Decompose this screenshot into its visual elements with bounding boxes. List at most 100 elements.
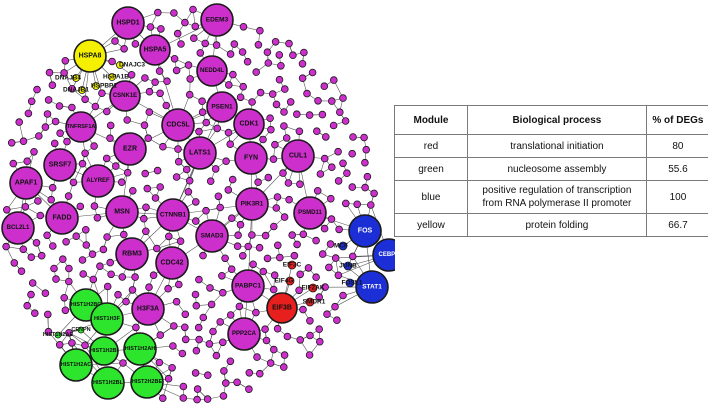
node-hist1h2ae: HIST1H2AE	[43, 331, 73, 339]
node-circle	[54, 331, 62, 339]
minor-node	[219, 288, 227, 297]
node-circle	[305, 297, 315, 307]
node-circle	[109, 80, 141, 112]
minor-node	[33, 85, 41, 94]
minor-node	[211, 165, 220, 173]
minor-node	[149, 271, 158, 280]
minor-node	[343, 169, 351, 178]
minor-node	[334, 147, 342, 156]
node-circle	[108, 73, 116, 81]
minor-node	[267, 125, 275, 134]
node-circle	[227, 317, 261, 351]
minor-node	[170, 9, 178, 17]
node-circle	[45, 201, 79, 235]
minor-node	[68, 103, 76, 112]
minor-node	[226, 50, 235, 58]
node-ppp2ca: PPP2CA	[227, 317, 261, 351]
minor-node	[178, 349, 187, 358]
minor-node	[194, 323, 203, 332]
node-circle	[281, 139, 315, 173]
minor-node	[308, 68, 317, 77]
node-ctnnb1: CTNNB1	[156, 198, 190, 232]
minor-node	[24, 109, 33, 118]
node-hist1h2ah: HIST1H2AH	[123, 332, 157, 366]
minor-node	[44, 327, 53, 336]
node-circle	[78, 86, 86, 94]
node-fos: FOS	[348, 214, 382, 248]
minor-node	[206, 284, 214, 292]
minor-node	[306, 331, 314, 340]
minor-node	[90, 202, 99, 210]
minor-node	[43, 231, 51, 240]
minor-node	[61, 56, 70, 65]
minor-node	[58, 255, 67, 264]
minor-node	[48, 183, 57, 192]
minor-node	[280, 108, 288, 116]
minor-node	[141, 74, 149, 82]
minor-node	[333, 316, 341, 325]
minor-node	[76, 202, 85, 211]
minor-node	[50, 264, 58, 273]
minor-node	[51, 117, 60, 126]
minor-node	[89, 275, 98, 284]
node-dnajc3: DNAJC3	[116, 61, 145, 69]
minor-node	[142, 227, 150, 236]
minor-node	[192, 346, 201, 355]
node-circle	[81, 164, 115, 198]
node-label: PIK3R1	[241, 201, 264, 208]
minor-node	[275, 51, 284, 59]
minor-node	[21, 203, 30, 211]
minor-node	[182, 165, 191, 174]
node-label: EIF3C	[283, 262, 302, 269]
header-module: Module	[394, 105, 468, 135]
node-label: HIST1H3F	[94, 316, 121, 322]
minor-node	[131, 273, 139, 281]
minor-node	[45, 68, 54, 77]
node-label: LATS1	[189, 150, 211, 157]
minor-node	[295, 127, 304, 136]
node-circle	[130, 365, 164, 399]
minor-node	[142, 203, 150, 212]
minor-node	[64, 192, 73, 200]
node-circle	[9, 166, 43, 200]
node-eif3c: EIF3C	[283, 260, 302, 270]
node-circle	[77, 326, 85, 334]
minor-node	[82, 241, 91, 249]
minor-node	[198, 108, 207, 116]
minor-node	[304, 264, 313, 272]
cell-percent: 55.6	[645, 157, 708, 181]
minor-node	[192, 217, 200, 225]
minor-node	[275, 253, 284, 262]
minor-node	[56, 129, 64, 138]
node-psmd11: PSMD11	[293, 196, 327, 230]
node-cdc42: CDC42	[155, 246, 189, 280]
minor-node	[305, 111, 314, 119]
node-eif4g: EIF4G	[275, 276, 295, 286]
node-label: MSN	[114, 209, 130, 216]
minor-node	[30, 148, 38, 156]
node-tnfrsf1a: TNFRSF1A	[65, 111, 97, 143]
cell-percent: 100	[645, 180, 708, 214]
minor-node	[314, 97, 322, 105]
minor-node	[181, 310, 190, 319]
minor-node	[184, 61, 193, 69]
node-hist1h2bi: HIST1H2BI	[89, 336, 119, 366]
minor-node	[312, 273, 320, 282]
minor-node	[275, 75, 284, 84]
minor-node	[174, 157, 183, 166]
node-circle	[72, 74, 80, 82]
node-hspd1: HSPD1	[111, 6, 145, 40]
minor-node	[43, 110, 52, 118]
node-label: CENPN	[71, 327, 90, 333]
minor-node	[93, 214, 102, 222]
node-circle	[196, 55, 228, 87]
minor-node	[206, 177, 215, 186]
node-dnajb1: DNAJB1	[63, 86, 89, 94]
minor-node	[81, 341, 89, 350]
node-cdk1: CDK1	[233, 108, 265, 140]
node-rbm3: RBM3	[115, 237, 149, 271]
minor-node	[78, 256, 87, 264]
minor-node	[145, 87, 154, 96]
network-edge	[156, 240, 181, 249]
node-label: CDK1	[239, 121, 258, 128]
